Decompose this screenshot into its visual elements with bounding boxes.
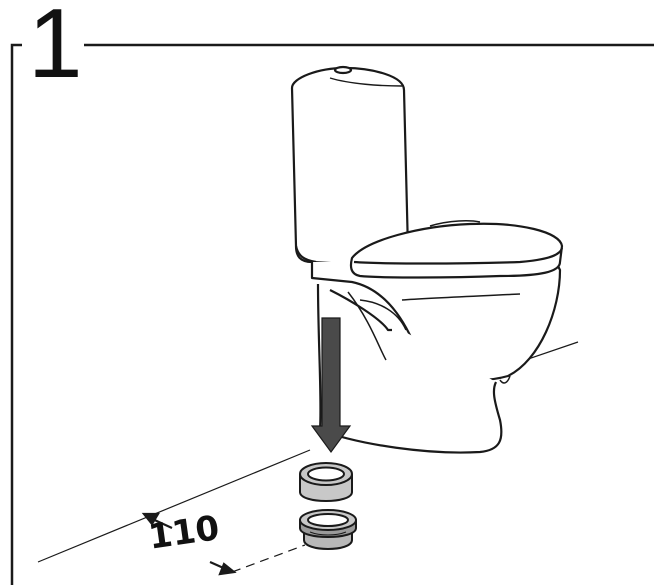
step-number: 1 bbox=[28, 0, 82, 98]
dimension-arrows bbox=[141, 512, 237, 576]
flush-button bbox=[333, 65, 353, 75]
step-frame bbox=[10, 43, 654, 585]
frame-left-bracket bbox=[10, 43, 22, 585]
toilet-seat-lid bbox=[349, 220, 564, 279]
toilet-bowl bbox=[310, 261, 562, 454]
wall-floor-edge bbox=[37, 449, 311, 563]
pipe-connector-ring bbox=[299, 509, 357, 550]
down-arrow-icon bbox=[310, 317, 352, 454]
flange-seal-ring bbox=[299, 462, 353, 502]
toilet-cistern bbox=[290, 65, 410, 268]
dimension-extension-dashed bbox=[231, 544, 306, 573]
